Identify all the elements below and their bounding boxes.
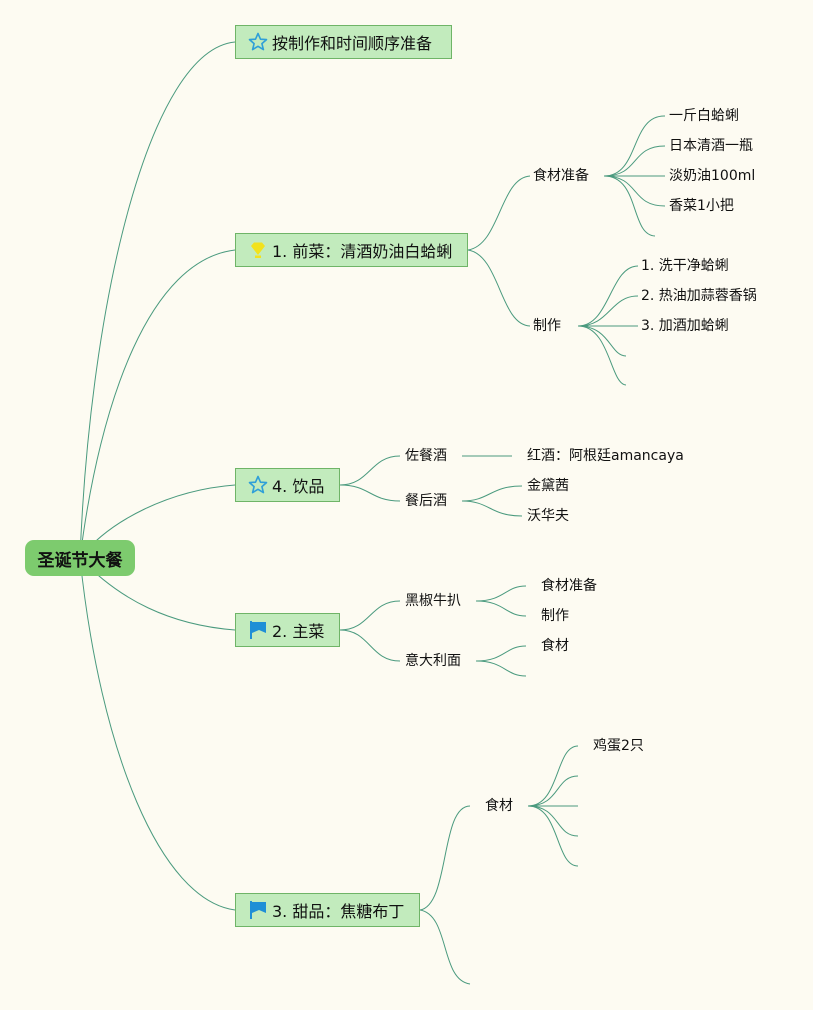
starter-step-item[interactable]: 1. 洗干净蛤蜊	[641, 258, 729, 274]
branch-dessert-label: 3. 甜品：焦糖布丁	[272, 902, 405, 921]
branch-drinks[interactable]: 4. 饮品	[235, 468, 340, 502]
flag-icon	[248, 620, 268, 640]
branch-drinks-label: 4. 饮品	[272, 477, 325, 496]
drinks-after-meal-item[interactable]: 沃华夫	[527, 508, 569, 524]
star-outline-icon	[248, 475, 268, 495]
root-label: 圣诞节大餐	[37, 550, 123, 571]
main-steak-item[interactable]: 食材准备	[541, 578, 597, 594]
main-steak-label[interactable]: 黑椒牛扒	[405, 593, 461, 609]
bulb-icon	[248, 240, 268, 260]
branch-main-label: 2. 主菜	[272, 622, 325, 641]
starter-ingredients-label[interactable]: 食材准备	[533, 168, 589, 184]
branch-dessert[interactable]: 3. 甜品：焦糖布丁	[235, 893, 420, 927]
drinks-with-meal-label[interactable]: 佐餐酒	[405, 448, 447, 464]
star-outline-icon	[248, 32, 268, 52]
main-pasta-item[interactable]: 食材	[541, 638, 569, 654]
main-steak-item[interactable]: 制作	[541, 608, 569, 624]
drinks-with-meal-item[interactable]: 红酒：阿根廷amancaya	[527, 448, 684, 464]
starter-ingredient-item[interactable]: 日本清酒一瓶	[669, 138, 753, 154]
starter-ingredient-item[interactable]: 淡奶油100ml	[669, 168, 756, 184]
root-node[interactable]: 圣诞节大餐	[25, 540, 135, 576]
starter-ingredient-item[interactable]: 香菜1小把	[669, 198, 734, 214]
starter-steps-label[interactable]: 制作	[533, 318, 561, 334]
branch-main[interactable]: 2. 主菜	[235, 613, 340, 647]
starter-ingredient-item[interactable]: 一斤白蛤蜊	[669, 108, 739, 124]
drinks-after-meal-item[interactable]: 金黛茜	[527, 478, 569, 494]
starter-step-item[interactable]: 2. 热油加蒜蓉香锅	[641, 288, 757, 304]
main-pasta-label[interactable]: 意大利面	[405, 653, 461, 669]
starter-step-item[interactable]: 3. 加酒加蛤蜊	[641, 318, 729, 334]
drinks-after-meal-label[interactable]: 餐后酒	[405, 493, 447, 509]
branch-prep[interactable]: 按制作和时间顺序准备	[235, 25, 452, 59]
dessert-ingredients-label[interactable]: 食材	[485, 798, 513, 814]
dessert-ingredient-item[interactable]: 鸡蛋2只	[593, 738, 644, 754]
branch-starter[interactable]: 1. 前菜：清酒奶油白蛤蜊	[235, 233, 468, 267]
branch-prep-label: 按制作和时间顺序准备	[272, 34, 433, 53]
branch-starter-label: 1. 前菜：清酒奶油白蛤蜊	[272, 242, 453, 261]
flag-icon	[248, 900, 268, 920]
